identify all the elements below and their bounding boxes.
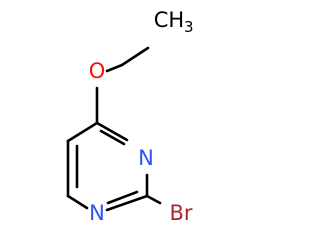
bond-ch2-o <box>105 63 124 73</box>
bond-c5-c4 <box>66 121 99 143</box>
methyl-label: CH <box>154 8 184 32</box>
atom-methyl: CH 3 <box>154 8 194 36</box>
bond-c4-n3-inner <box>99 129 126 146</box>
bond-c2-n1-inner <box>106 190 139 205</box>
bond-n1-c6 <box>66 194 89 210</box>
methyl-subscript: 3 <box>184 18 194 36</box>
bond-ch3-ch2 <box>120 46 150 67</box>
bond-c2-n1 <box>105 194 149 212</box>
bond-c2-br <box>145 194 162 205</box>
nitrogen-atom-label-lower: N <box>89 201 105 225</box>
oxygen-atom-label: O <box>89 59 106 83</box>
bonds <box>66 46 162 212</box>
bond-c4-n3 <box>95 121 129 142</box>
bromine-atom-label: Br <box>169 201 192 225</box>
nitrogen-atom-label-upper: N <box>138 146 154 170</box>
structure-diagram: CH 3 O N N Br <box>66 8 194 225</box>
